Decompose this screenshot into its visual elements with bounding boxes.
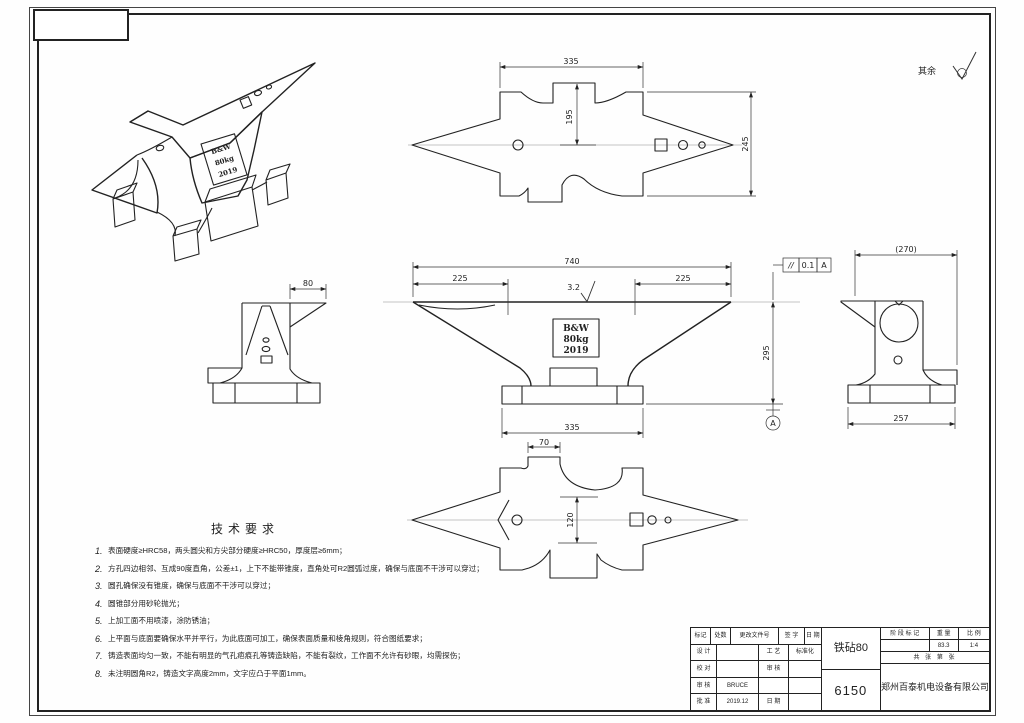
front-tolerance-frame: // 0.1 A [772, 257, 832, 300]
corner-note-text: 其余 [918, 65, 936, 77]
right-side-dimensions: (270) 257 [847, 245, 958, 429]
top-view: 335 245 195 [408, 57, 756, 203]
tb-cell [717, 644, 759, 661]
front-view: B&W 80kg 2019 3.2 740 225 225 295 335 [383, 257, 832, 438]
front-dim-right-horn: 225 [675, 274, 690, 283]
front-brand-plate: B&W 80kg 2019 [552, 318, 600, 358]
right-side-outline [840, 300, 958, 404]
tech-item: 8.未注明圆角R2，铸造文字高度2mm，文字应凸于平面1mm。 [95, 668, 311, 679]
iso-brand-line3: 2019 [217, 165, 238, 179]
tech-item: 5.上加工面不用喷漆，涂防锈油； [95, 616, 215, 626]
stage-label: 阶 段 标 记 [881, 628, 930, 639]
part-name: 铁砧80 [821, 628, 880, 671]
title-block-meta: 阶 段 标 记 重 量 比 例 83.3 1:4 共 张 第 张 郑州百泰机电设… [880, 628, 989, 710]
front-brand-line1: B&W [563, 324, 590, 334]
left-side-outline [207, 302, 327, 404]
tb-cell: 批 准 [691, 694, 717, 710]
tb-cell: 标准化 [795, 649, 814, 656]
front-dim-left-horn: 225 [452, 274, 467, 283]
iso-brand-plate: B&W 80kg 2019 [200, 133, 248, 186]
sheet-count: 共 张 第 张 [913, 654, 957, 661]
sheet-corner-box [33, 9, 129, 41]
iso-top-face-holes [155, 84, 273, 152]
top-view-outline [411, 82, 734, 203]
tech-item: 6.上平面与底面要确保水平并平行，为此底面可加工，确保表面质量和棱角规则，符合图… [95, 633, 427, 644]
tb-rev-header: 签 字 [779, 628, 805, 644]
tech-item: 2.方孔四边相邻、互成90度直角，公差±1，上下不能带锥度，直角处可R2圆弧过度… [95, 563, 484, 574]
front-brand-line3: 2019 [563, 346, 588, 356]
sheet-inner-border [37, 13, 991, 712]
weight-value: 83.3 [930, 640, 959, 651]
stage-value [881, 640, 930, 651]
front-view-outline [412, 301, 732, 405]
general-roughness-note: 其余 [918, 51, 977, 80]
front-view-dimensions: 740 225 225 295 335 [412, 257, 783, 438]
tb-rev-header: 处数 [711, 628, 731, 644]
title-block-part-info: 铁砧80 6150 [821, 628, 881, 710]
bottom-dim-tab: 70 [539, 438, 549, 447]
scale-value: 1:4 [969, 642, 979, 649]
front-dim-height: 295 [762, 345, 771, 360]
tech-item: 4.圆锥部分用砂轮抛光； [95, 598, 184, 609]
front-dim-total: 740 [564, 257, 579, 266]
tb-cell [789, 694, 821, 710]
top-dim-depth: 245 [741, 136, 750, 151]
top-dim-face: 195 [565, 109, 574, 124]
tech-item: 1.表面硬度≥HRC58，两头圆尖和方尖部分硬度≥HRC50，厚度层≥6mm； [95, 546, 347, 556]
isometric-view: B&W 80kg 2019 [91, 62, 316, 262]
iso-anvil-outline [91, 62, 316, 262]
tb-rev-header: 日 期 [806, 632, 820, 639]
weight-label: 重 量 [930, 628, 959, 639]
bottom-dim-face: 120 [566, 512, 575, 527]
top-view-dimensions: 335 245 195 [499, 57, 756, 197]
left-side-dimensions: 80 [289, 279, 327, 299]
front-roughness-mark: 3.2 [567, 280, 596, 303]
left-side-dim: 80 [303, 279, 313, 288]
tb-cell: 审 核 [759, 661, 789, 677]
bottom-view: 70 120 [407, 438, 748, 579]
title-block-revision-table: 标记 处数 更改文件号 签 字 日 期 设 计 工 艺 标准化 校 对 审 核 … [691, 628, 822, 710]
tech-item: 7.铸造表面均匀一致，不能有明显的气孔疤痕孔等铸造缺陷，不能有裂纹，工作面不允许… [95, 651, 465, 661]
tb-rev-header: 标记 [691, 628, 711, 644]
tb-cell: 工 艺 [759, 644, 789, 661]
tb-cell: 校 对 [691, 661, 717, 677]
technical-requirements: 技术要求 1.表面硬度≥HRC58，两头圆尖和方尖部分硬度≥HRC50，厚度层≥… [95, 520, 485, 686]
right-side-view: (270) 257 [840, 245, 958, 429]
tech-requirements-title: 技术要求 [210, 522, 279, 536]
front-brand-line2: 80kg [563, 335, 589, 345]
company-name: 郑州百泰机电设备有限公司 [880, 681, 989, 692]
part-code: 6150 [834, 682, 868, 698]
tb-cell: 设 计 [691, 644, 717, 661]
right-side-dim-base: 257 [893, 414, 908, 423]
front-dim-base: 335 [564, 423, 579, 432]
title-block: 标记 处数 更改文件号 签 字 日 期 设 计 工 艺 标准化 校 对 审 核 … [690, 627, 990, 711]
top-dim-width: 335 [563, 57, 578, 66]
tb-cell [789, 661, 821, 677]
tb-cell [789, 678, 821, 694]
tb-rev-header: 更改文件号 [731, 628, 779, 644]
right-side-dim-top: (270) [895, 245, 917, 254]
sheet-outer-border [29, 7, 996, 716]
tb-cell: 日 期 [759, 694, 789, 710]
tolerance-value: 0.1 [802, 261, 815, 270]
tech-item: 3.圆孔确保没有锥度，确保与底面不干涉可以穿过； [95, 581, 276, 591]
tb-cell: BRUCE [717, 677, 759, 694]
tb-cell [717, 661, 759, 677]
tb-cell: 2019.12 [717, 694, 759, 710]
tolerance-datum: A [821, 261, 827, 270]
scale-label: 比 例 [967, 630, 981, 637]
front-roughness-value: 3.2 [567, 283, 580, 292]
roughness-check-icon [952, 51, 977, 80]
tolerance-symbol: // [787, 261, 795, 270]
front-datum-letter: A [770, 419, 776, 428]
tb-cell [759, 677, 789, 694]
tb-cell: 审 核 [691, 677, 717, 694]
front-datum-symbol: A [765, 404, 781, 431]
left-side-view: 80 [207, 279, 327, 404]
bottom-view-outline [411, 456, 739, 579]
bottom-view-dimensions: 70 120 [527, 438, 598, 544]
